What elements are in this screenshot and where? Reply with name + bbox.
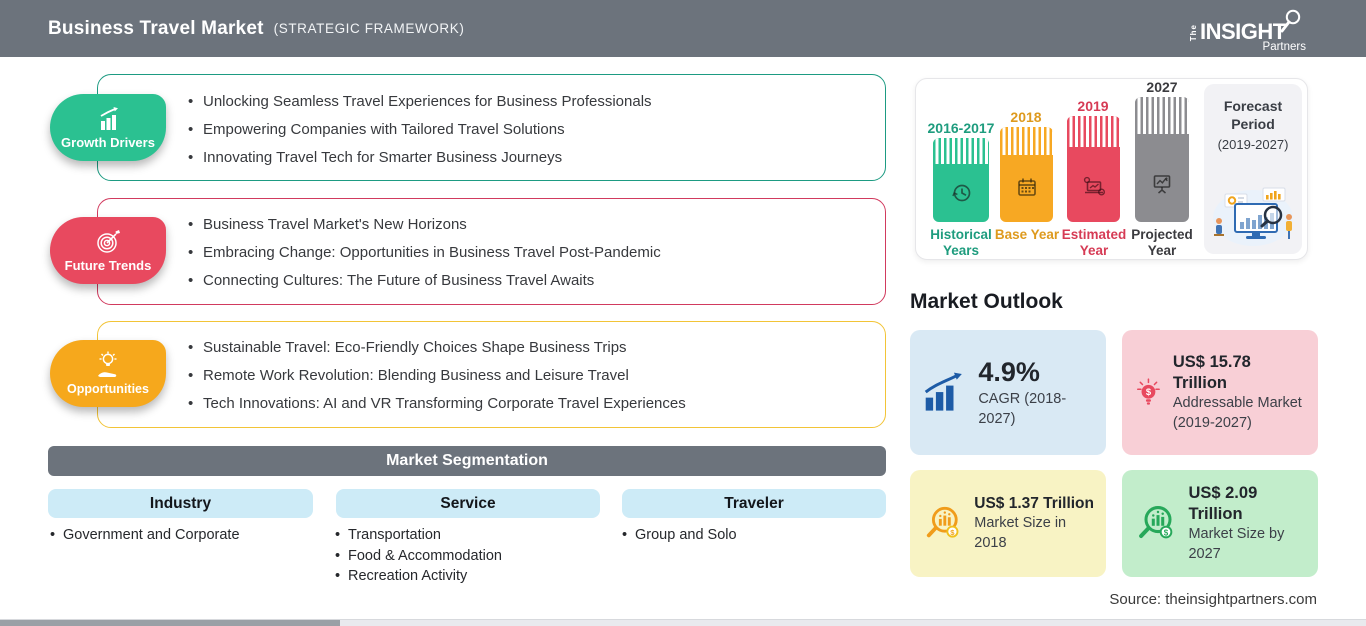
cagr-card: 4.9% CAGR (2018-2027) bbox=[910, 330, 1106, 455]
timeline-bar-estimated bbox=[1067, 116, 1120, 222]
year-label-base: 2018 bbox=[1010, 109, 1042, 125]
cagr-desc: CAGR (2018-2027) bbox=[978, 391, 1067, 428]
bullet-item: Embracing Change: Opportunities in Busin… bbox=[188, 239, 878, 267]
market-segmentation-bar: Market Segmentation bbox=[48, 446, 886, 476]
logo-the-text: The bbox=[1189, 23, 1198, 41]
clock-history-icon bbox=[952, 184, 971, 202]
magnifier-bars-icon: $ bbox=[926, 506, 959, 538]
year-label-historical: 2016-2017 bbox=[927, 120, 995, 136]
presentation-icon bbox=[1153, 175, 1171, 194]
growth-drivers-badge: Growth Drivers bbox=[50, 94, 166, 161]
growth-drivers-label: Growth Drivers bbox=[61, 134, 155, 150]
market-outlook-title: Market Outlook bbox=[910, 290, 1063, 313]
cagr-value: 4.9% bbox=[978, 357, 1040, 388]
bullet-item: Business Travel Market's New Horizons bbox=[188, 211, 878, 239]
segment-header-traveler: Traveler bbox=[622, 489, 886, 518]
industry-items: Government and Corporate bbox=[50, 525, 240, 546]
timeline-bar-base bbox=[1000, 127, 1053, 222]
bar-stripes bbox=[1000, 127, 1053, 155]
analytics-illustration bbox=[1213, 187, 1293, 246]
addressable-value: US$ 15.78 Trillion bbox=[1172, 352, 1251, 392]
bar-growth-icon bbox=[924, 372, 962, 411]
bar-stripes bbox=[1067, 116, 1120, 147]
list-item: Government and Corporate bbox=[50, 525, 240, 546]
bullet-item: Innovating Travel Tech for Smarter Busin… bbox=[188, 144, 878, 172]
timeline-bar-projected bbox=[1135, 97, 1189, 222]
bullet-item: Connecting Cultures: The Future of Busin… bbox=[188, 267, 878, 295]
segment-header-industry: Industry bbox=[48, 489, 313, 518]
year-label-estimated: 2019 bbox=[1077, 98, 1109, 114]
svg-text:$: $ bbox=[950, 527, 955, 536]
estimate-laptop-icon bbox=[1083, 176, 1105, 196]
service-items: Transportation Food & Accommodation Recr… bbox=[335, 525, 502, 587]
logo-insight-text: INSIGHT bbox=[1200, 19, 1286, 44]
bulb-dollar-icon: $ bbox=[1137, 377, 1160, 405]
bullet-item: Remote Work Revolution: Blending Busines… bbox=[188, 362, 878, 390]
traveler-items: Group and Solo bbox=[622, 525, 737, 546]
growth-drivers-bullets: Unlocking Seamless Travel Experiences fo… bbox=[188, 88, 878, 172]
caption-base-year: Base Year bbox=[994, 227, 1060, 242]
size-2018-desc: Market Size in 2018 bbox=[974, 515, 1067, 551]
target-dart-icon bbox=[97, 229, 120, 253]
bullet-item: Tech Innovations: AI and VR Transforming… bbox=[188, 390, 878, 418]
source-attribution: Source: theinsightpartners.com bbox=[1109, 591, 1317, 608]
forecast-line2: Period bbox=[1231, 115, 1275, 132]
list-item: Food & Accommodation bbox=[335, 546, 502, 567]
page-subtitle: (STRATEGIC FRAMEWORK) bbox=[273, 21, 465, 36]
bullet-item: Unlocking Seamless Travel Experiences fo… bbox=[188, 88, 878, 116]
opportunities-badge: Opportunities bbox=[50, 340, 166, 407]
size-2027-value: US$ 2.09 Trillion bbox=[1188, 483, 1258, 523]
caption-projected-year: Projected Year bbox=[1131, 227, 1193, 258]
forecast-line1: Forecast bbox=[1223, 98, 1283, 114]
addressable-desc: Addressable Market (2019-2027) bbox=[1172, 395, 1302, 431]
bar-stripes bbox=[1135, 97, 1189, 134]
year-label-projected: 2027 bbox=[1146, 79, 1178, 95]
forecast-range: (2019-2027) bbox=[1217, 137, 1289, 152]
size-2027-desc: Market Size by 2027 bbox=[1188, 526, 1285, 562]
addressable-market-card: $ US$ 15.78 Trillion Addressable Market … bbox=[1122, 330, 1318, 455]
page-title: Business Travel Market bbox=[48, 17, 264, 39]
future-trends-label: Future Trends bbox=[64, 257, 152, 273]
svg-text:$: $ bbox=[1146, 386, 1152, 397]
bullet-item: Empowering Companies with Tailored Trave… bbox=[188, 116, 878, 144]
segment-header-service: Service bbox=[336, 489, 600, 518]
list-item: Group and Solo bbox=[622, 525, 737, 546]
header-bar: Business Travel Market (STRATEGIC FRAMEW… bbox=[0, 0, 1366, 57]
caption-historical-years: Historical Years bbox=[930, 227, 992, 258]
insight-partners-logo: The INSIGHT Partners bbox=[1189, 9, 1310, 53]
list-item: Transportation bbox=[335, 525, 502, 546]
magnifier-icon bbox=[1280, 9, 1300, 33]
bullet-item: Sustainable Travel: Eco-Friendly Choices… bbox=[188, 334, 878, 362]
magnifier-bars-icon: $ bbox=[1139, 505, 1173, 538]
timeline-bar-historical bbox=[933, 138, 989, 222]
forecast-period-panel: Forecast Period (2019-2027) bbox=[1204, 84, 1302, 254]
growth-chart-icon bbox=[100, 106, 118, 130]
svg-text:$: $ bbox=[1164, 528, 1169, 537]
bar-stripes bbox=[933, 138, 989, 164]
horizontal-scrollbar[interactable] bbox=[0, 619, 1366, 626]
caption-estimated-year: Estimated Year bbox=[1061, 227, 1127, 258]
opportunities-bullets: Sustainable Travel: Eco-Friendly Choices… bbox=[188, 334, 878, 418]
size-2018-value: US$ 1.37 Trillion bbox=[974, 494, 1094, 512]
future-trends-bullets: Business Travel Market's New Horizons Em… bbox=[188, 211, 878, 295]
opportunities-label: Opportunities bbox=[67, 382, 149, 396]
market-size-2018-card: $ US$ 1.37 Trillion Market Size in 2018 bbox=[910, 470, 1106, 577]
list-item: Recreation Activity bbox=[335, 566, 502, 587]
calendar-icon bbox=[1017, 178, 1036, 196]
bulb-hand-icon bbox=[98, 351, 117, 377]
logo-partners-text: Partners bbox=[1262, 41, 1306, 53]
future-trends-badge: Future Trends bbox=[50, 217, 166, 284]
market-size-2027-card: $ US$ 2.09 Trillion Market Size by 2027 bbox=[1122, 470, 1318, 577]
scrollbar-thumb[interactable] bbox=[0, 620, 340, 626]
